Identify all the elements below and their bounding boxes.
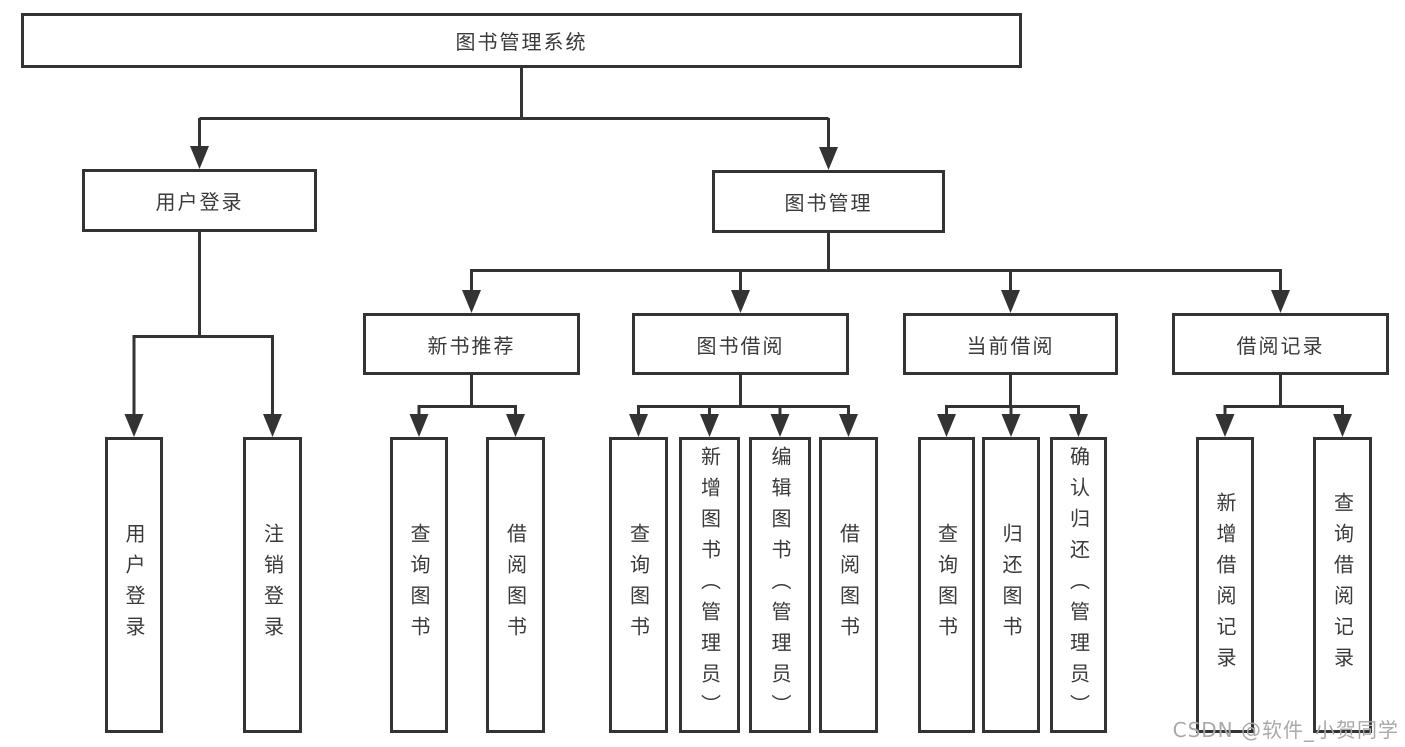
- arrowhead: [1001, 414, 1021, 437]
- arrowhead: [124, 414, 144, 437]
- node-leaf-edit-books-admin: 编辑图书（管理员）: [749, 437, 811, 733]
- node-label: 借阅图书: [836, 523, 861, 647]
- node-label: 查询借阅记录: [1330, 492, 1355, 678]
- arrowhead: [629, 414, 648, 437]
- node-user-login-branch: 用户登录: [82, 169, 317, 232]
- node-label: 查询图书: [407, 523, 431, 647]
- arrowhead: [819, 147, 838, 170]
- node-label: 注销登录: [260, 523, 285, 647]
- node-leaf-add-books-admin: 新增图书（管理员）: [679, 437, 740, 733]
- arrowhead: [770, 414, 790, 437]
- node-label: 借阅图书: [503, 523, 528, 647]
- node-label: 新书推荐: [427, 333, 516, 358]
- node-label: 查询图书: [934, 523, 959, 647]
- connector-user-login-branch: [132, 232, 274, 417]
- node-label: 当前借阅: [966, 333, 1055, 358]
- node-leaf-return-books: 归还图书: [982, 437, 1040, 733]
- node-leaf-query-books-current: 查询图书: [918, 437, 975, 733]
- arrowhead: [506, 414, 525, 437]
- arrowhead: [1271, 290, 1290, 313]
- node-label: 确认归还（管理员）: [1066, 445, 1091, 725]
- node-leaf-borrow-books-recommend: 借阅图书: [486, 437, 545, 733]
- arrowhead: [1333, 414, 1352, 437]
- connector-borrowing-records-branch: [1223, 375, 1344, 417]
- arrowhead: [1215, 414, 1235, 437]
- connector-book-management-branch: [470, 233, 1282, 293]
- node-label: 图书借阅: [696, 333, 785, 358]
- node-label: 新增图书（管理员）: [697, 445, 722, 725]
- csdn-watermark: CSDN @软件_小贺同学: [1172, 718, 1399, 742]
- node-label: 编辑图书（管理员）: [768, 445, 792, 725]
- node-label: 新增借阅记录: [1213, 492, 1237, 678]
- node-book-management-branch: 图书管理: [712, 170, 945, 233]
- arrowhead: [937, 414, 956, 437]
- node-leaf-confirm-return-admin: 确认归还（管理员）: [1050, 437, 1107, 733]
- node-label: 借阅记录: [1236, 333, 1325, 358]
- arrowhead: [263, 414, 282, 437]
- node-library-management-system: 图书管理系统: [21, 13, 1022, 68]
- connector-new-book-branch: [417, 375, 517, 417]
- connector-book-borrowing-branch: [637, 375, 850, 417]
- connector-root-to-level2: [198, 66, 830, 151]
- node-label: 用户登录: [122, 523, 146, 647]
- node-label: 用户登录: [155, 190, 244, 214]
- node-label: 图书管理: [784, 191, 873, 215]
- arrowhead: [1069, 414, 1088, 437]
- node-leaf-query-books-recommend: 查询图书: [390, 437, 448, 733]
- node-leaf-user-login: 用户登录: [105, 437, 163, 733]
- node-new-book-recommendation: 新书推荐: [363, 313, 580, 375]
- node-borrowing-records: 借阅记录: [1172, 313, 1389, 375]
- node-label: 图书管理系统: [455, 30, 588, 54]
- arrowhead: [839, 414, 858, 437]
- node-leaf-query-books-borrowing: 查询图书: [609, 437, 668, 733]
- arrowhead: [731, 290, 750, 313]
- connector-current-borrowing-branch: [945, 375, 1080, 417]
- node-leaf-borrow-books: 借阅图书: [819, 437, 878, 733]
- arrowhead: [190, 146, 209, 169]
- node-label: 查询图书: [626, 523, 651, 647]
- arrowhead: [462, 290, 481, 313]
- node-current-borrowing: 当前借阅: [903, 313, 1118, 375]
- node-leaf-logout: 注销登录: [243, 437, 302, 733]
- arrowhead: [409, 414, 429, 437]
- node-book-borrowing: 图书借阅: [632, 313, 849, 375]
- node-leaf-query-borrow-record: 查询借阅记录: [1313, 437, 1372, 733]
- arrowhead: [700, 414, 719, 437]
- node-leaf-add-borrow-record: 新增借阅记录: [1196, 437, 1254, 733]
- arrowhead: [1001, 290, 1020, 313]
- node-label: 归还图书: [999, 523, 1023, 647]
